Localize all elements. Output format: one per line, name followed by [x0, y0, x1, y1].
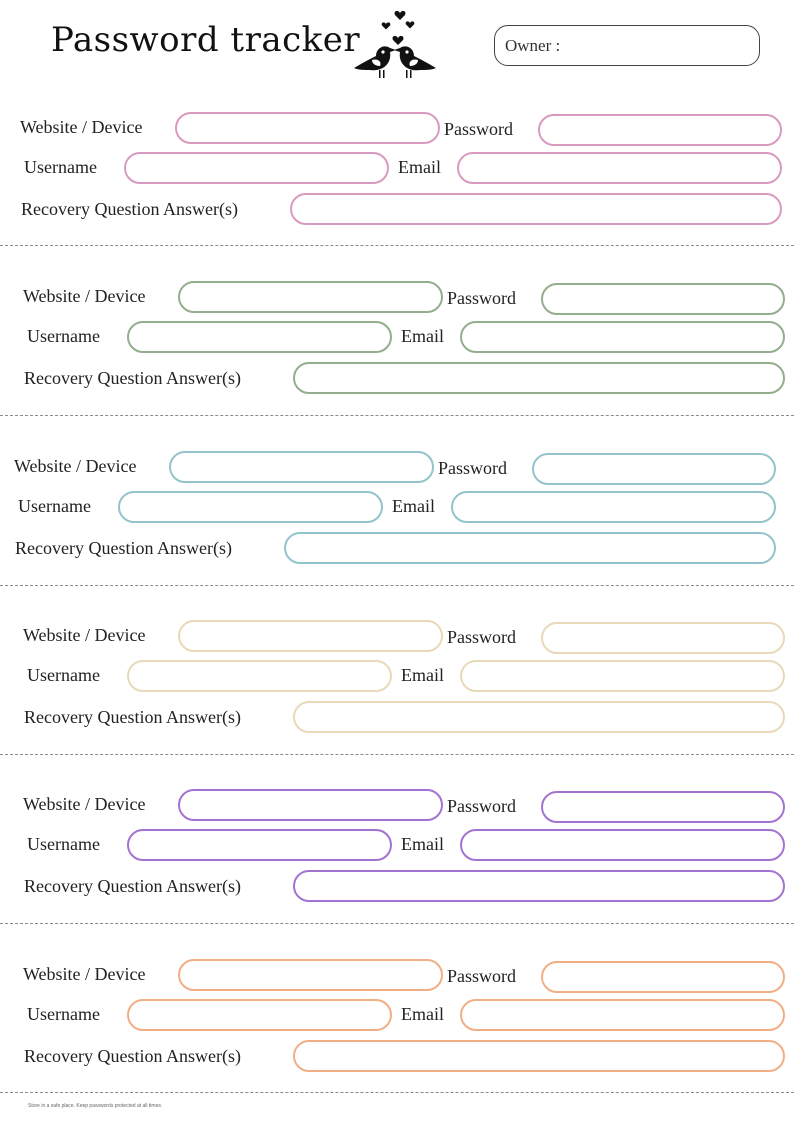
- email-input[interactable]: [457, 152, 782, 184]
- username-label: Username: [24, 157, 97, 177]
- recovery-answers-input[interactable]: [293, 1040, 785, 1072]
- section-divider: [0, 245, 794, 246]
- username-input[interactable]: [124, 152, 389, 184]
- website-device-input[interactable]: [178, 281, 443, 313]
- email-input[interactable]: [460, 829, 785, 861]
- website-device-label: Website / Device: [14, 456, 137, 476]
- email-label: Email: [401, 665, 444, 685]
- footer-note: Store in a safe place. Keep passwords pr…: [28, 1103, 163, 1109]
- username-input[interactable]: [127, 321, 392, 353]
- website-device-label: Website / Device: [23, 794, 146, 814]
- email-input[interactable]: [460, 660, 785, 692]
- username-label: Username: [27, 326, 100, 346]
- recovery-answers-input[interactable]: [293, 870, 785, 902]
- email-input[interactable]: [460, 321, 785, 353]
- owner-field[interactable]: Owner :: [494, 25, 760, 66]
- website-device-input[interactable]: [175, 112, 440, 144]
- website-device-label: Website / Device: [20, 117, 143, 137]
- recovery-answers-label: Recovery Question Answer(s): [15, 538, 232, 558]
- email-label: Email: [401, 1004, 444, 1024]
- recovery-answers-label: Recovery Question Answer(s): [24, 1046, 241, 1066]
- website-device-input[interactable]: [178, 620, 443, 652]
- recovery-answers-label: Recovery Question Answer(s): [21, 199, 238, 219]
- email-input[interactable]: [451, 491, 776, 523]
- page-title: Password tracker: [51, 20, 361, 60]
- password-label: Password: [447, 796, 517, 816]
- username-label: Username: [27, 665, 100, 685]
- password-input[interactable]: [541, 961, 785, 993]
- recovery-answers-label: Recovery Question Answer(s): [24, 368, 241, 388]
- username-input[interactable]: [127, 660, 392, 692]
- username-input[interactable]: [127, 829, 392, 861]
- password-label: Password: [447, 288, 517, 308]
- username-label: Username: [18, 496, 91, 516]
- recovery-answers-input[interactable]: [290, 193, 782, 225]
- website-device-input[interactable]: [169, 451, 434, 483]
- section-divider: [0, 923, 794, 924]
- password-input[interactable]: [532, 453, 776, 485]
- section-divider: [0, 754, 794, 755]
- section-divider: [0, 415, 794, 416]
- email-label: Email: [401, 834, 444, 854]
- love-birds-icon: [354, 10, 436, 78]
- email-label: Email: [398, 157, 441, 177]
- website-device-input[interactable]: [178, 959, 443, 991]
- username-input[interactable]: [127, 999, 392, 1031]
- password-label: Password: [438, 458, 508, 478]
- website-device-label: Website / Device: [23, 625, 146, 645]
- password-label: Password: [444, 119, 514, 139]
- section-divider: [0, 1092, 794, 1093]
- username-label: Username: [27, 834, 100, 854]
- password-label: Password: [447, 627, 517, 647]
- password-input[interactable]: [538, 114, 782, 146]
- website-device-label: Website / Device: [23, 286, 146, 306]
- email-input[interactable]: [460, 999, 785, 1031]
- recovery-answers-input[interactable]: [293, 701, 785, 733]
- recovery-answers-input[interactable]: [293, 362, 785, 394]
- password-input[interactable]: [541, 622, 785, 654]
- email-label: Email: [392, 496, 435, 516]
- password-label: Password: [447, 966, 517, 986]
- recovery-answers-label: Recovery Question Answer(s): [24, 707, 241, 727]
- username-input[interactable]: [118, 491, 383, 523]
- section-divider: [0, 585, 794, 586]
- recovery-answers-label: Recovery Question Answer(s): [24, 876, 241, 896]
- password-input[interactable]: [541, 283, 785, 315]
- website-device-label: Website / Device: [23, 964, 146, 984]
- recovery-answers-input[interactable]: [284, 532, 776, 564]
- password-input[interactable]: [541, 791, 785, 823]
- email-label: Email: [401, 326, 444, 346]
- owner-label: Owner :: [505, 36, 561, 55]
- username-label: Username: [27, 1004, 100, 1024]
- website-device-input[interactable]: [178, 789, 443, 821]
